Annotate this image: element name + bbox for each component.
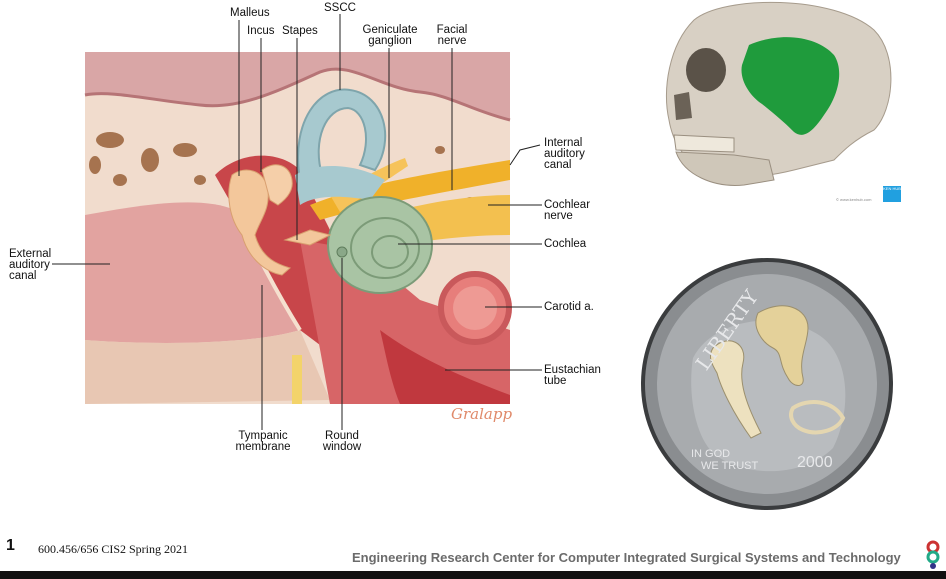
dime-photo: LIBERTY IN GOD WE TRUST 2000 <box>633 258 901 510</box>
label-internal-line3: canal <box>544 160 585 171</box>
label-round-window: Round window <box>318 431 366 453</box>
label-cochlear-nerve-line2: nerve <box>544 211 590 222</box>
kenhub-credit: © www.kenhub.com <box>836 197 871 202</box>
dime-motto-line2: WE TRUST <box>701 460 758 472</box>
label-facial-line2: nerve <box>432 36 472 47</box>
dime-motto-line1: IN GOD <box>691 448 730 460</box>
label-carotid: Carotid a. <box>544 302 594 313</box>
label-facial-nerve: Facial nerve <box>432 25 472 47</box>
label-sscc: SSCC <box>324 3 356 14</box>
skull-teeth <box>674 135 734 152</box>
dime-illustration <box>633 258 901 510</box>
label-tympanic-line2: membrane <box>235 442 291 453</box>
kenhub-logo: KEN HUB <box>883 186 901 202</box>
label-incus: Incus <box>247 26 275 37</box>
slide-number: 1 <box>6 537 15 555</box>
label-geniculate-line2: ganglion <box>360 36 420 47</box>
label-internal-auditory-canal: Internal auditory canal <box>544 138 585 171</box>
carotid-lumen <box>453 286 497 330</box>
cisst-logo-icon <box>924 540 942 570</box>
skull-illustration <box>654 0 903 208</box>
artist-signature: Gralapp <box>451 405 512 423</box>
label-eustachian-tube: Eustachian tube <box>544 365 601 387</box>
label-malleus: Malleus <box>230 8 270 19</box>
label-geniculate-ganglion: Geniculate ganglion <box>360 25 420 47</box>
dime-year: 2000 <box>797 454 833 472</box>
label-external-auditory-canal: External auditory canal <box>9 249 51 282</box>
bone-stripe <box>292 355 302 404</box>
center-name: Engineering Research Center for Computer… <box>352 550 901 565</box>
round-window-shape <box>337 247 347 257</box>
label-external-line3: canal <box>9 271 51 282</box>
skull-nasal <box>674 92 692 120</box>
footer-bar <box>0 571 946 579</box>
skull-image: © www.kenhub.com KEN HUB <box>654 0 903 208</box>
label-eustachian-line2: tube <box>544 376 601 387</box>
skull-orbit <box>686 48 726 92</box>
label-cochlear-nerve: Cochlear nerve <box>544 200 590 222</box>
label-cochlea: Cochlea <box>544 239 586 250</box>
label-round-line2: window <box>318 442 366 453</box>
label-stapes: Stapes <box>282 26 318 37</box>
course-title: 600.456/656 CIS2 Spring 2021 <box>38 542 188 557</box>
label-tympanic-membrane: Tympanic membrane <box>235 431 291 453</box>
